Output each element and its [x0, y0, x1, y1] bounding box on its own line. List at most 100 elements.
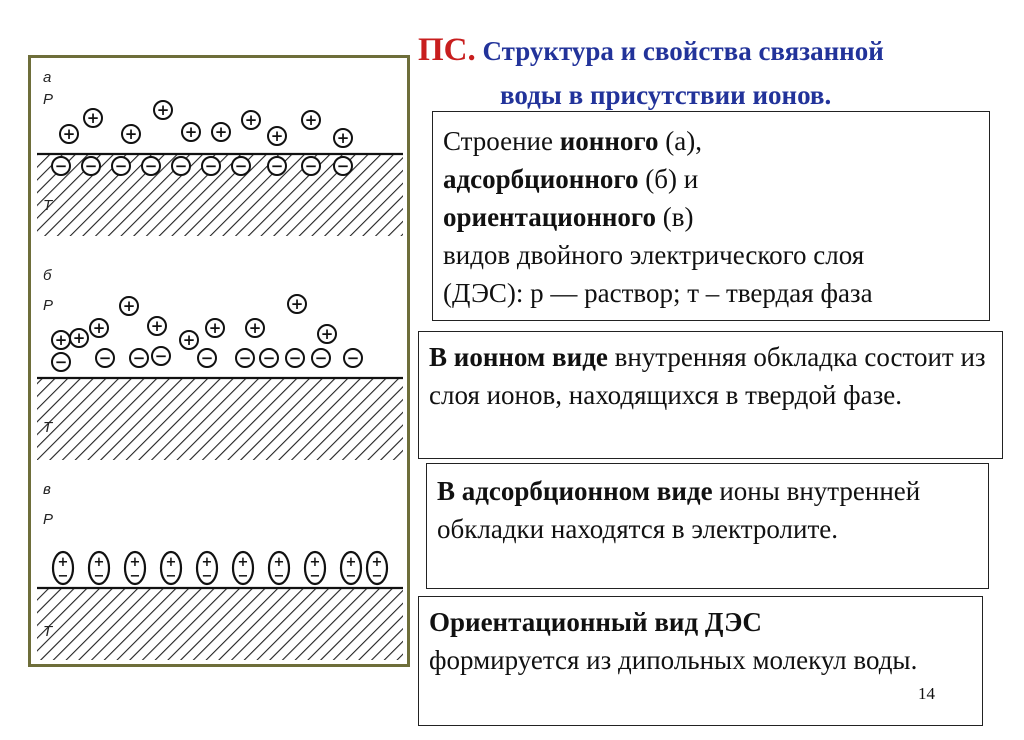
anion-icon: −: [81, 156, 101, 176]
box1-text-1: Строение: [443, 126, 560, 156]
cation-icon: +: [121, 124, 141, 144]
svg-text:−: −: [205, 157, 218, 175]
anion-icon: −: [51, 156, 71, 176]
cation-icon: +: [181, 122, 201, 142]
svg-text:−: −: [239, 349, 252, 367]
panel-c: вРТ+−+−+−+−+−+−+−+−+−+−: [37, 481, 403, 660]
cation-icon: +: [179, 330, 199, 350]
anion-icon: −: [235, 348, 255, 368]
svg-text:−: −: [310, 569, 321, 584]
box1-bold-adsorption: адсорбционного: [443, 164, 639, 194]
svg-text:+: +: [94, 555, 105, 570]
anion-icon: −: [231, 156, 251, 176]
svg-text:+: +: [291, 295, 304, 313]
svg-text:+: +: [249, 319, 262, 337]
dipole-molecule-icon: +−: [51, 550, 75, 586]
anion-icon: −: [171, 156, 191, 176]
box3-bold: В адсорбционном виде: [437, 476, 713, 506]
panel-letter: а: [43, 69, 51, 86]
svg-text:+: +: [274, 555, 285, 570]
anion-icon: −: [311, 348, 331, 368]
svg-text:−: −: [202, 569, 213, 584]
svg-text:−: −: [94, 569, 105, 584]
svg-text:−: −: [274, 569, 285, 584]
solid-phase-hatch: [37, 378, 403, 460]
svg-text:−: −: [55, 353, 68, 371]
svg-text:−: −: [337, 157, 350, 175]
svg-text:+: +: [245, 111, 258, 129]
svg-text:+: +: [209, 319, 222, 337]
dipole-molecule-icon: +−: [123, 550, 147, 586]
svg-text:−: −: [201, 349, 214, 367]
svg-text:+: +: [123, 297, 136, 315]
svg-text:−: −: [347, 349, 360, 367]
svg-text:−: −: [263, 349, 276, 367]
solid-phase-hatch: [37, 588, 403, 660]
cation-icon: +: [205, 318, 225, 338]
svg-text:+: +: [130, 555, 141, 570]
svg-text:+: +: [58, 555, 69, 570]
dipole-molecule-icon: +−: [339, 550, 363, 586]
svg-text:+: +: [166, 555, 177, 570]
svg-text:+: +: [185, 123, 198, 141]
page-number: 14: [918, 684, 935, 703]
cation-icon: +: [211, 122, 231, 142]
cation-icon: +: [147, 316, 167, 336]
svg-text:+: +: [183, 331, 196, 349]
solid-label: Т: [43, 419, 54, 436]
dipole-molecule-icon: +−: [195, 550, 219, 586]
box1-text-3: (б) и: [638, 164, 699, 194]
dipole-molecule-icon: +−: [159, 550, 183, 586]
box1-text-2: (а),: [658, 126, 702, 156]
svg-text:−: −: [315, 349, 328, 367]
title-line-2: воды в присутствии ионов.: [500, 80, 832, 110]
svg-text:+: +: [271, 127, 284, 145]
cation-icon: +: [69, 328, 89, 348]
svg-text:+: +: [151, 317, 164, 335]
panel-b: бРТ++++++++++−−−−−−−−−−: [37, 267, 403, 460]
slide-title: ПС. Структура и свойства связанной воды …: [418, 28, 1018, 117]
svg-text:+: +: [63, 125, 76, 143]
dipole-molecule-icon: +−: [365, 550, 389, 586]
svg-text:−: −: [305, 157, 318, 175]
svg-text:−: −: [155, 347, 168, 365]
anion-icon: −: [301, 156, 321, 176]
svg-text:−: −: [289, 349, 302, 367]
svg-text:+: +: [125, 125, 138, 143]
ionic-type-box: В ионном виде внутренняя обкладка состои…: [418, 331, 1003, 459]
svg-text:−: −: [58, 569, 69, 584]
svg-text:+: +: [310, 555, 321, 570]
svg-text:+: +: [55, 331, 68, 349]
anion-icon: −: [141, 156, 161, 176]
svg-text:−: −: [372, 569, 383, 584]
svg-text:−: −: [130, 569, 141, 584]
svg-text:−: −: [85, 157, 98, 175]
diagram-canvas: аРТ++++++++++−−−−−−−−−− бРТ++++++++++−−−…: [37, 69, 403, 660]
box2-bold: В ионном виде: [429, 342, 608, 372]
solution-label: Р: [43, 297, 53, 314]
box4-text: формируется из дипольных молекул воды.: [429, 645, 918, 675]
dipole-molecule-icon: +−: [87, 550, 111, 586]
cation-icon: +: [51, 330, 71, 350]
svg-text:+: +: [372, 555, 383, 570]
cation-icon: +: [153, 100, 173, 120]
anion-icon: −: [51, 352, 71, 372]
svg-text:−: −: [235, 157, 248, 175]
box4-bold: Ориентационный вид ДЭС: [429, 607, 762, 637]
svg-text:+: +: [238, 555, 249, 570]
cation-icon: +: [301, 110, 321, 130]
svg-text:−: −: [175, 157, 188, 175]
svg-text:+: +: [202, 555, 213, 570]
solution-label: Р: [43, 91, 53, 108]
svg-text:−: −: [145, 157, 158, 175]
box1-text-4: (в): [656, 202, 694, 232]
cation-icon: +: [119, 296, 139, 316]
panel-letter: в: [43, 481, 51, 498]
cation-icon: +: [317, 324, 337, 344]
solid-label: Т: [43, 197, 54, 214]
box1-text-5: видов двойного электрического слоя: [443, 240, 865, 270]
cation-icon: +: [333, 128, 353, 148]
panel-a: аРТ++++++++++−−−−−−−−−−: [37, 69, 403, 236]
box2-text: внутренняя обкладка состоит из слоя ионо…: [429, 342, 986, 410]
anion-icon: −: [267, 156, 287, 176]
